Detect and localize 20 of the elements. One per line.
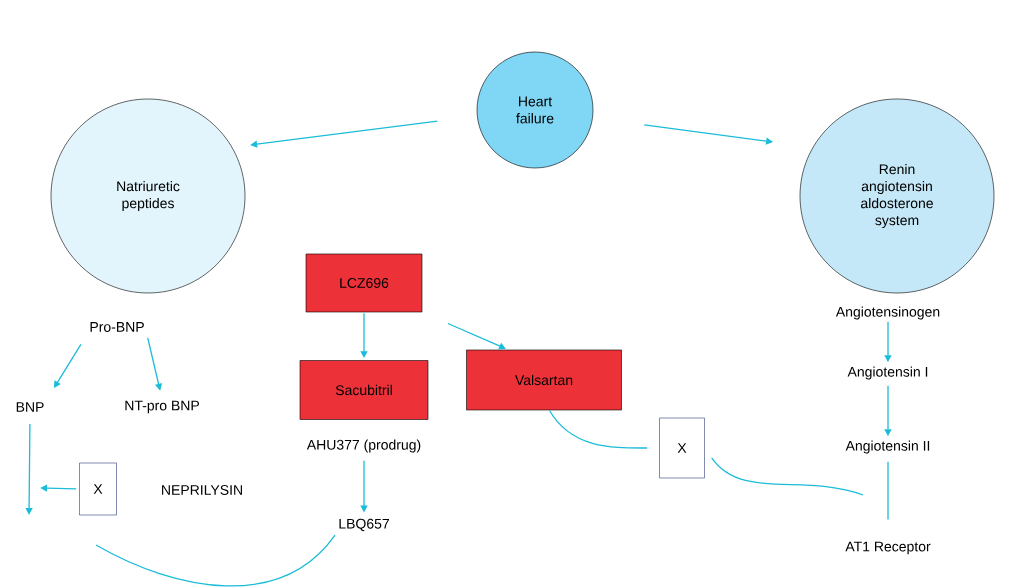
inhibition-box: X <box>79 462 117 516</box>
compound-label: AHU377 (prodrug) <box>306 439 421 453</box>
drug-box: LCZ696 <box>305 253 423 313</box>
peptide-label: BNP <box>16 402 44 412</box>
arrow <box>40 484 77 492</box>
peptide-label: Pro-BNP <box>90 322 144 332</box>
peptide-label: Angiotensin I <box>847 366 928 380</box>
enzyme-label: NEPRILYSIN <box>162 485 242 495</box>
peptide-label: NT-pro BNP <box>125 400 199 414</box>
compound-label: LBQ657 <box>339 518 389 532</box>
arrow <box>447 322 506 350</box>
peptide-label: Angiotensinogen <box>835 306 940 320</box>
drug-box: Sacubitril <box>299 360 429 420</box>
arrow <box>25 423 33 515</box>
peptide-label: Angiotensin II <box>845 440 930 454</box>
receptor-label: AT1 Receptor <box>845 541 931 555</box>
arrow <box>250 120 438 148</box>
drug-box: Valsartan <box>466 349 622 411</box>
arrow <box>54 343 82 388</box>
inhibition-box: X <box>659 417 705 479</box>
